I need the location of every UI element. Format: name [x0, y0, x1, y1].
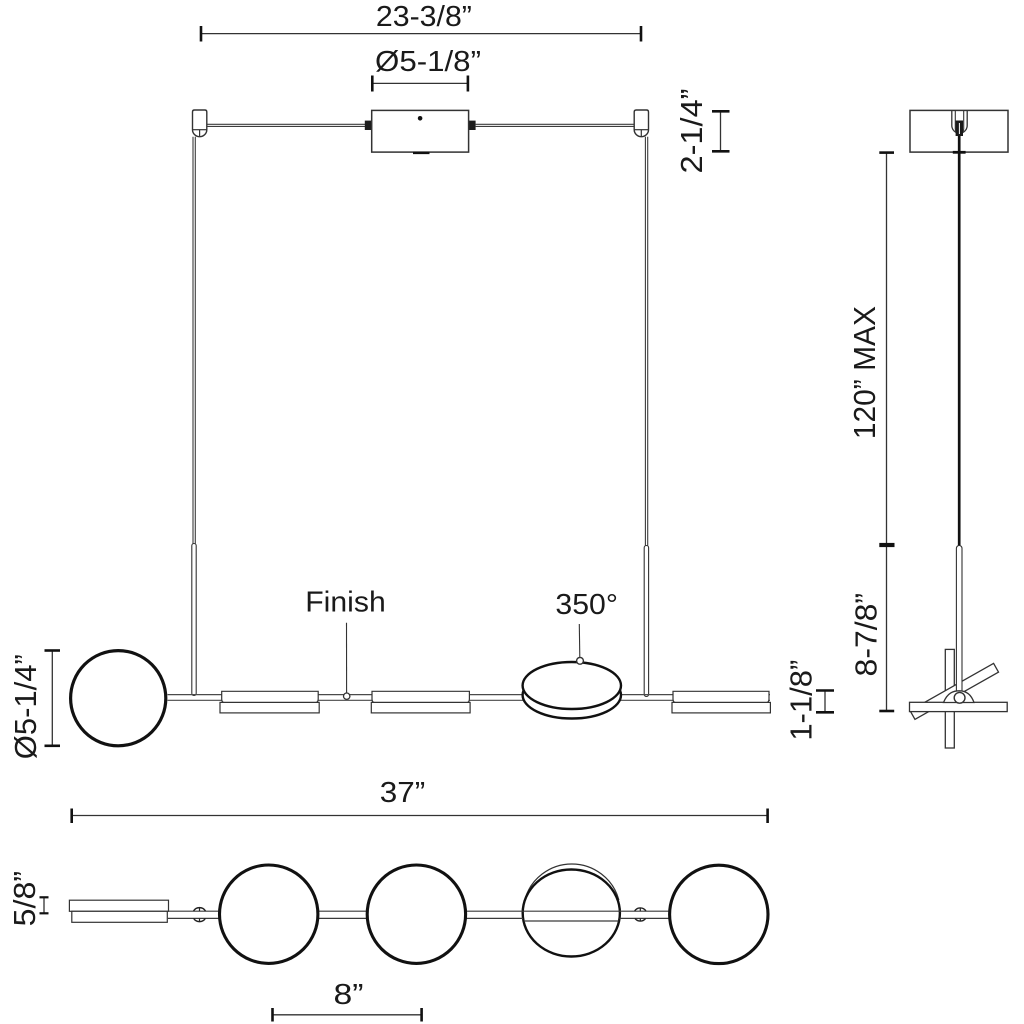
- svg-text:37”: 37”: [380, 777, 426, 809]
- svg-text:8”: 8”: [334, 979, 364, 1011]
- svg-text:Ø5-1/8”: Ø5-1/8”: [375, 46, 481, 78]
- svg-text:120” MAX: 120” MAX: [847, 306, 882, 439]
- svg-text:2-1/4”: 2-1/4”: [674, 89, 709, 174]
- svg-text:1-1/8”: 1-1/8”: [784, 660, 819, 741]
- svg-text:350°: 350°: [555, 589, 618, 621]
- svg-text:Ø5-1/4”: Ø5-1/4”: [8, 654, 43, 759]
- svg-text:23-3/8”: 23-3/8”: [376, 1, 472, 33]
- svg-text:Finish: Finish: [305, 586, 386, 618]
- svg-text:8-7/8”: 8-7/8”: [849, 593, 884, 677]
- svg-text:5/8”: 5/8”: [7, 871, 42, 927]
